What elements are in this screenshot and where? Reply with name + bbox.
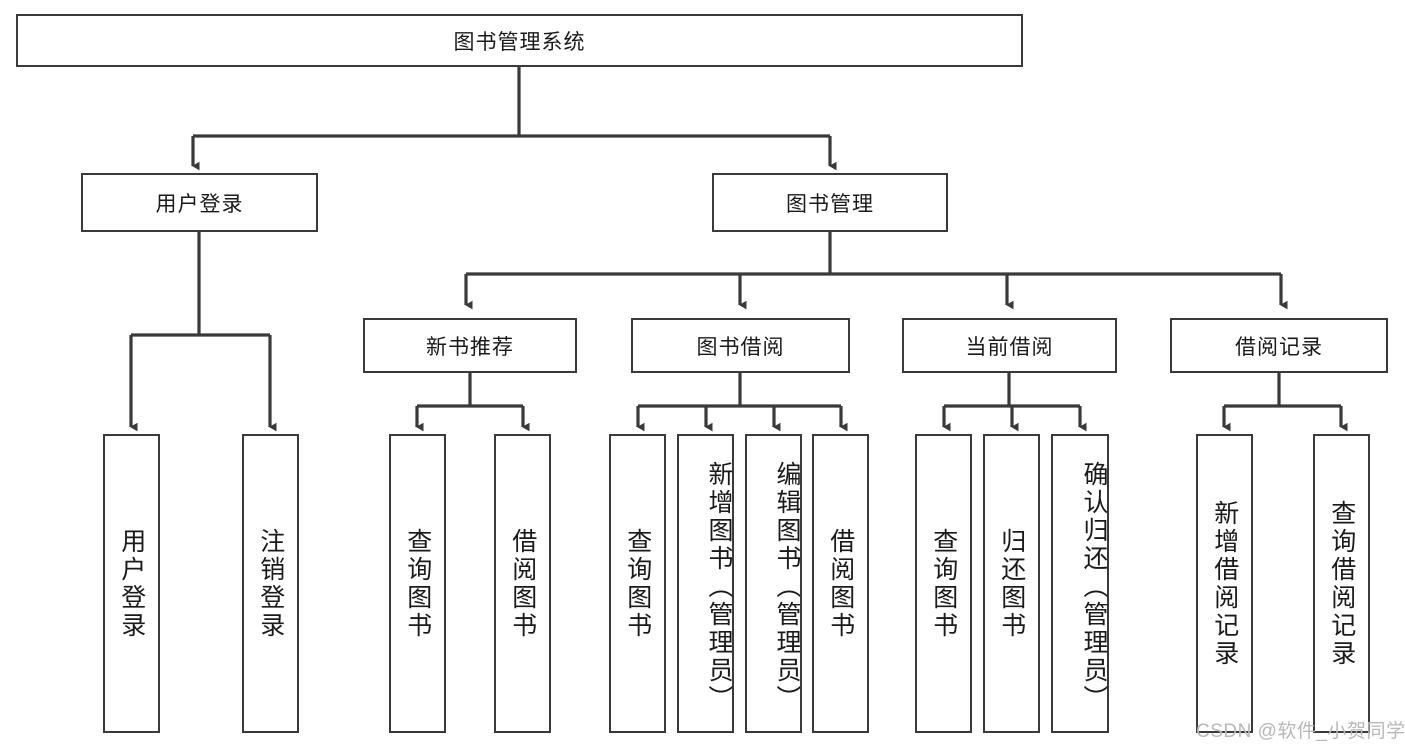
leaf-label: 确认归还（管理员） xyxy=(1080,460,1108,713)
node-current-borrow-label: 当前借阅 xyxy=(965,335,1054,359)
leaf-book-borrow-query[interactable]: 查询图书 xyxy=(609,434,666,733)
leaf-label: 归还图书 xyxy=(997,527,1026,640)
node-current-borrow[interactable]: 当前借阅 xyxy=(902,318,1117,373)
leaf-current-borrow-return[interactable]: 归还图书 xyxy=(983,434,1040,733)
leaf-user-login-logout[interactable]: 注销登录 xyxy=(242,434,299,733)
leaf-current-borrow-query[interactable]: 查询图书 xyxy=(915,434,972,733)
leaf-user-login-login[interactable]: 用户登录 xyxy=(103,434,160,733)
node-user-login[interactable]: 用户登录 xyxy=(81,173,318,232)
node-borrow-record[interactable]: 借阅记录 xyxy=(1170,318,1388,373)
leaf-label: 查询图书 xyxy=(403,527,432,640)
node-borrow-record-label: 借阅记录 xyxy=(1235,335,1323,359)
leaf-label: 用户登录 xyxy=(117,527,146,640)
leaf-borrow-record-add[interactable]: 新增借阅记录 xyxy=(1196,434,1253,733)
leaf-label: 查询借阅记录 xyxy=(1327,499,1356,668)
node-user-login-label: 用户登录 xyxy=(155,192,244,216)
leaf-label: 编辑图书（管理员） xyxy=(773,460,801,713)
leaf-label: 查询图书 xyxy=(623,527,652,640)
leaf-book-borrow-borrow[interactable]: 借阅图书 xyxy=(812,434,869,733)
leaf-new-book-borrow[interactable]: 借阅图书 xyxy=(494,434,551,733)
node-root[interactable]: 图书管理系统 xyxy=(16,14,1023,67)
leaf-label: 查询图书 xyxy=(929,527,958,640)
leaf-label: 注销登录 xyxy=(256,527,285,640)
leaf-label: 新增借阅记录 xyxy=(1210,499,1239,668)
node-root-label: 图书管理系统 xyxy=(453,30,586,54)
node-book-manage[interactable]: 图书管理 xyxy=(712,173,948,232)
node-book-borrow[interactable]: 图书借阅 xyxy=(631,318,850,373)
node-new-book-recommend[interactable]: 新书推荐 xyxy=(363,318,577,373)
node-new-book-recommend-label: 新书推荐 xyxy=(426,335,514,359)
leaf-borrow-record-query[interactable]: 查询借阅记录 xyxy=(1313,434,1370,733)
node-book-borrow-label: 图书借阅 xyxy=(696,335,785,359)
csdn-watermark: CSDN @软件_小贺同学 xyxy=(1196,721,1405,742)
leaf-book-borrow-add[interactable]: 新增图书（管理员） xyxy=(677,434,734,733)
leaf-label: 借阅图书 xyxy=(508,527,537,640)
leaf-new-book-query[interactable]: 查询图书 xyxy=(389,434,446,733)
leaf-book-borrow-edit[interactable]: 编辑图书（管理员） xyxy=(745,434,802,733)
leaf-current-borrow-confirm-return[interactable]: 确认归还（管理员） xyxy=(1051,434,1109,733)
node-book-manage-label: 图书管理 xyxy=(786,192,874,216)
leaf-label: 借阅图书 xyxy=(826,527,855,640)
leaf-label: 新增图书（管理员） xyxy=(705,460,733,713)
